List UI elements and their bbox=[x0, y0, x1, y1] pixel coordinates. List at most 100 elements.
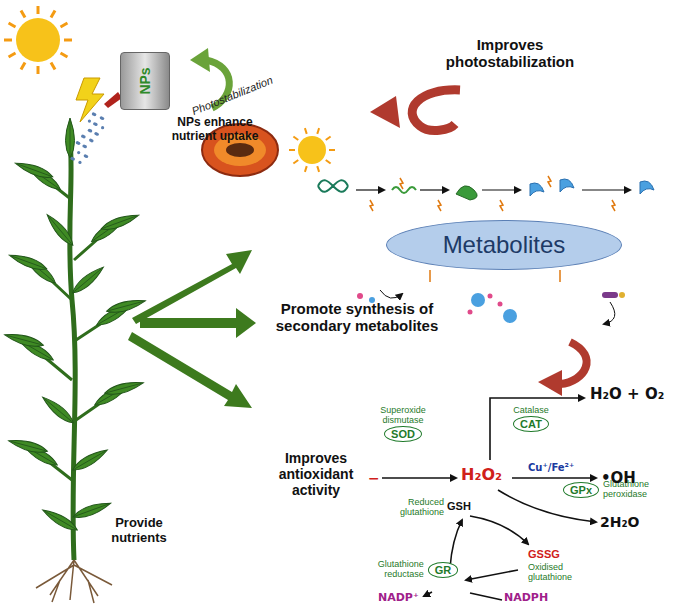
illustration-part bbox=[392, 187, 416, 193]
metabolites-label: Metabolites bbox=[443, 231, 566, 259]
illustration-part bbox=[4, 6, 72, 74]
illustration-part bbox=[4, 330, 45, 349]
enzyme-oval: SOD bbox=[384, 426, 422, 442]
illustration-part bbox=[512, 477, 596, 479]
illustration-part bbox=[318, 180, 348, 192]
label-box: 2H₂O bbox=[600, 514, 640, 530]
roots bbox=[36, 560, 112, 603]
chemical-formula: H₂O₂ bbox=[461, 466, 502, 484]
illustration-part bbox=[470, 516, 528, 544]
illustration-part bbox=[400, 178, 403, 189]
label-box: Photostabilization bbox=[190, 106, 276, 119]
illustration-part bbox=[9, 23, 16, 27]
label-box: Improves antioxidant activity bbox=[256, 450, 376, 498]
illustration-part bbox=[450, 520, 462, 568]
annotation: Improves antioxidant activity bbox=[256, 450, 376, 498]
label-box: •OH bbox=[601, 470, 636, 487]
illustration-part bbox=[298, 136, 326, 164]
illustration-part bbox=[370, 200, 373, 211]
sprayer: NPs bbox=[120, 52, 170, 110]
illustration-part bbox=[490, 398, 584, 460]
chemical-note: Reduced glutathione bbox=[390, 498, 444, 518]
illustration-part bbox=[293, 160, 298, 164]
sun bbox=[4, 6, 72, 74]
illustration-part bbox=[104, 378, 145, 397]
annotation: NPs enhance nutrient uptake bbox=[160, 116, 270, 144]
illustration-part bbox=[89, 129, 92, 132]
illustration-part bbox=[77, 151, 80, 154]
illustration-part bbox=[329, 149, 335, 151]
catalyst-label: Cu⁺/Fe²⁺ bbox=[528, 462, 574, 474]
label-box: Oxidised glutathione bbox=[528, 563, 598, 583]
illustration-part bbox=[356, 189, 384, 190]
illustration-part bbox=[612, 200, 615, 211]
enzyme-oval: GPx bbox=[563, 482, 599, 498]
label-box: GSH bbox=[447, 500, 471, 513]
cofactor: NADPH bbox=[504, 592, 548, 605]
enzyme-name: Glutathione reductase bbox=[358, 560, 424, 580]
illustration-part bbox=[438, 200, 441, 211]
illustration-part bbox=[498, 302, 503, 307]
gene-expression bbox=[318, 176, 654, 211]
enzyme-name: Superoxide dismutase bbox=[370, 406, 436, 426]
label-box: H₂O + O₂ bbox=[590, 386, 664, 403]
illustration-part bbox=[36, 178, 114, 480]
illustration-part bbox=[84, 145, 87, 148]
illustration-part bbox=[78, 161, 81, 164]
illustration-part bbox=[100, 211, 141, 233]
illustration-part bbox=[21, 63, 25, 70]
illustration-part bbox=[326, 160, 331, 164]
illustration-part bbox=[101, 126, 104, 129]
label-box: Promote synthesis of secondary metabolit… bbox=[262, 300, 452, 335]
plant bbox=[4, 118, 147, 560]
illustration-part bbox=[382, 477, 456, 479]
illustration-part bbox=[9, 53, 16, 57]
illustration-part bbox=[482, 189, 520, 190]
illustration-part bbox=[61, 23, 68, 27]
enzyme-name: Catalase bbox=[513, 406, 549, 416]
illustration-part bbox=[305, 166, 307, 172]
illustration-part bbox=[548, 176, 551, 187]
sprayer-label: NPs bbox=[137, 67, 153, 94]
illustration-part bbox=[4, 118, 147, 534]
illustration-part bbox=[468, 310, 473, 315]
illustration-part bbox=[37, 6, 40, 14]
red-arrow-head bbox=[538, 370, 562, 396]
metabolites-ellipse: Metabolites bbox=[386, 220, 622, 270]
illustration-part bbox=[602, 292, 618, 298]
label-box: NADPH bbox=[504, 592, 548, 605]
illustration-part bbox=[424, 592, 432, 596]
illustration-part bbox=[40, 394, 76, 427]
illustration-part bbox=[326, 136, 331, 140]
illustration-part bbox=[72, 499, 113, 521]
lightning bbox=[76, 78, 104, 122]
sprayer bbox=[70, 92, 122, 164]
chemical-name: GSH bbox=[447, 500, 471, 513]
illustration-part bbox=[40, 506, 79, 534]
illustration-part bbox=[619, 292, 625, 298]
label-box: Provide nutrients bbox=[96, 516, 182, 546]
illustration-part bbox=[140, 308, 256, 338]
illustration-part bbox=[357, 293, 363, 299]
label-box: Reduced glutathione bbox=[390, 498, 444, 518]
illustration-part bbox=[317, 128, 319, 134]
red-curved-arrow bbox=[412, 90, 460, 131]
illustration-part bbox=[66, 118, 75, 158]
illustration-part bbox=[70, 112, 104, 164]
illustration-part bbox=[293, 136, 298, 140]
illustration-part bbox=[70, 140, 76, 560]
illustration-part bbox=[132, 250, 252, 324]
illustration-part bbox=[88, 120, 91, 123]
enzyme-node: Superoxide dismutaseSOD bbox=[370, 406, 436, 442]
annotation: Promote synthesis of secondary metabolit… bbox=[262, 300, 452, 335]
illustration-part bbox=[370, 176, 615, 211]
illustration-part bbox=[305, 128, 307, 134]
enzyme-node: GRGlutathione reductase bbox=[350, 560, 466, 580]
label-box: − bbox=[368, 470, 380, 486]
illustration-part bbox=[21, 11, 25, 18]
label-box: GSSG bbox=[528, 548, 560, 561]
illustration-part bbox=[8, 251, 49, 273]
label-box: H₂O₂ bbox=[461, 466, 502, 484]
illustration-part bbox=[64, 39, 72, 42]
illustration-part bbox=[96, 133, 99, 136]
